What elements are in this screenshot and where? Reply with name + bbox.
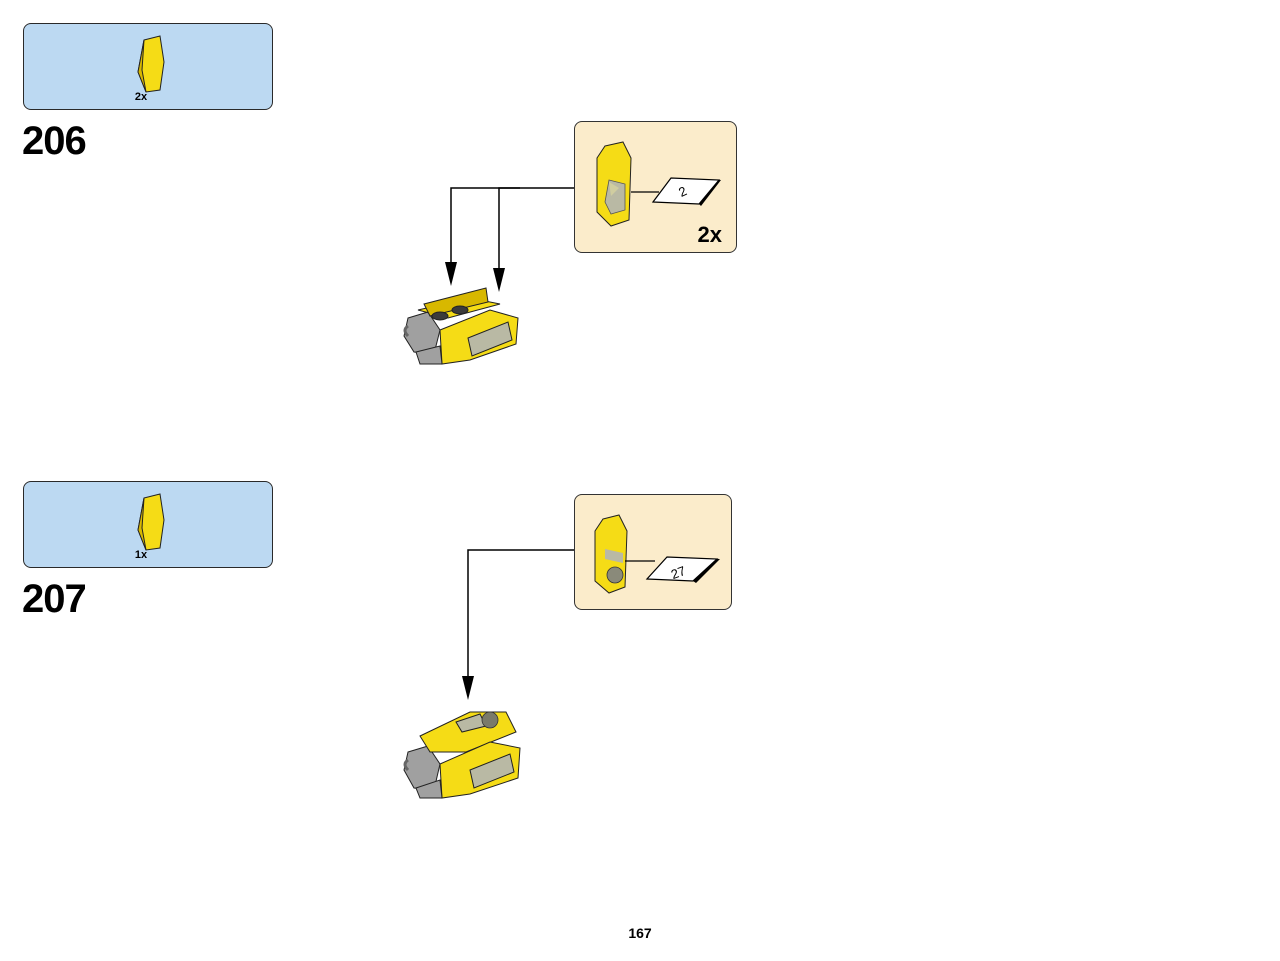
callout-quantity: 2x (697, 222, 722, 247)
step-206-parts-list: 2x (23, 23, 273, 110)
arrow-head-icon (462, 676, 474, 700)
sticker-application-icon (596, 141, 721, 227)
step-207-callout: 27 (574, 494, 732, 610)
parts-quantity: 1x (134, 549, 148, 561)
arrow-head-icon (445, 262, 457, 286)
step-number-207: 207 (22, 577, 87, 621)
step-206-callout: 2 2x (574, 121, 737, 253)
page-number: 167 (628, 925, 652, 941)
step-206-arrows (450, 187, 574, 276)
step-207-parts-list: 1x (23, 481, 273, 568)
step-number-206: 206 (22, 119, 87, 163)
sticker-application-icon (594, 514, 720, 594)
yellow-wedge-brick-icon (137, 35, 165, 93)
step-206-assembled-model-icon (403, 287, 519, 365)
step-207-assembled-model-icon (403, 711, 521, 799)
arrow-head-icon (493, 268, 505, 292)
yellow-wedge-brick-icon (137, 493, 165, 551)
step-207-arrow (467, 549, 574, 684)
parts-quantity: 2x (134, 91, 148, 103)
